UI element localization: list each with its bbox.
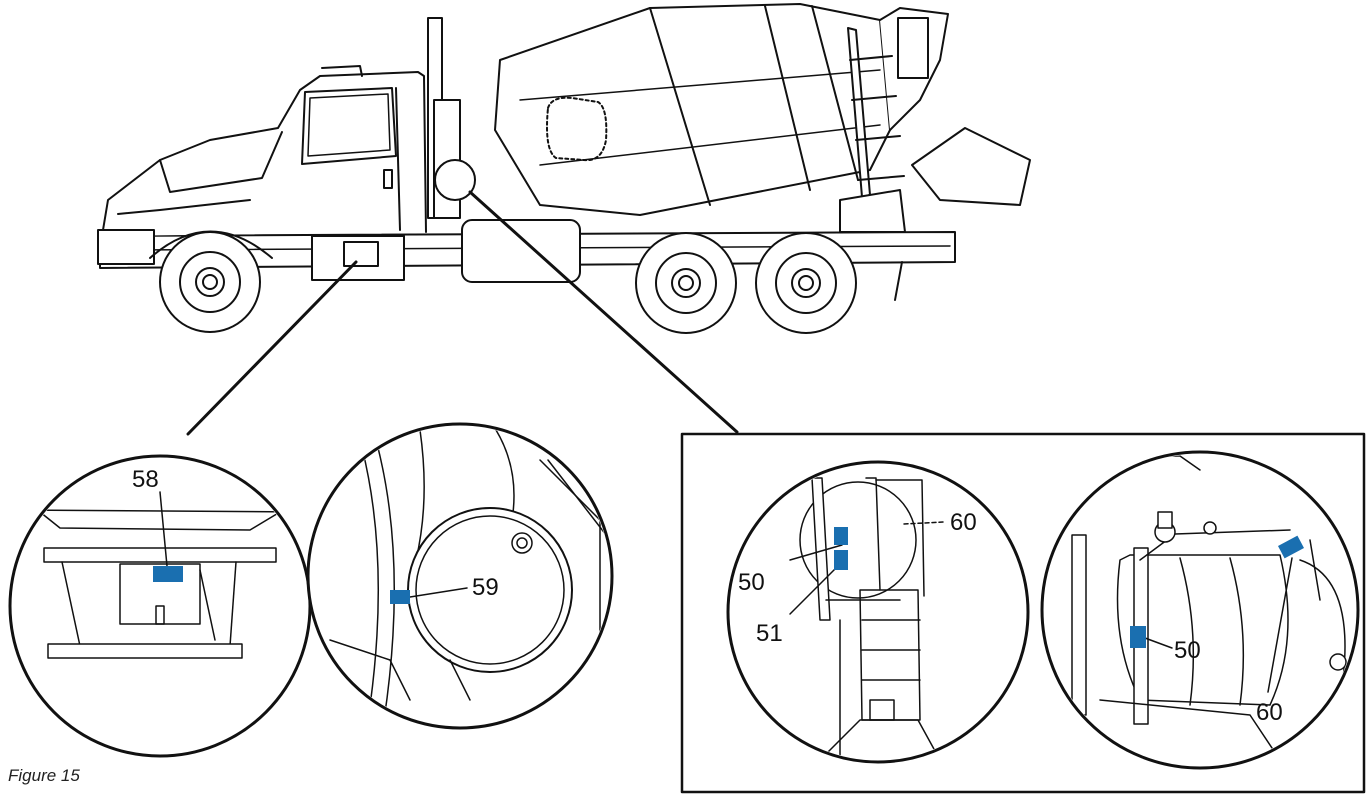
frame-cab-detail: 58	[8, 454, 312, 758]
callout-51: 51	[756, 620, 783, 647]
mixer-truck-illustration	[97, 3, 1031, 334]
label-marker-58	[153, 566, 183, 582]
air-tank-detail: 59	[306, 422, 614, 730]
water-tank-ladder-detail: 50 51 60	[726, 460, 1030, 764]
figure-caption: Figure 15	[8, 766, 80, 785]
label-marker-50-small	[834, 527, 848, 545]
leader-line-tank	[468, 190, 739, 434]
front-wheel	[159, 231, 261, 333]
rear-wheel-1	[635, 232, 737, 334]
label-marker-60	[1278, 535, 1304, 559]
label-marker-50-large	[1130, 626, 1146, 648]
label-marker-59	[390, 590, 410, 604]
water-tank-closeup-detail: 50 60	[1040, 450, 1360, 770]
rear-wheel-2	[755, 232, 857, 334]
label-marker-51	[834, 550, 848, 570]
callout-50-right: 50	[1174, 637, 1201, 664]
callout-60-left: 60	[950, 509, 977, 536]
callout-59: 59	[472, 574, 499, 601]
callout-60-right: 60	[1256, 699, 1283, 726]
callout-58: 58	[132, 466, 159, 493]
callout-50-left: 50	[738, 569, 765, 596]
leader-line-frame	[186, 260, 358, 436]
